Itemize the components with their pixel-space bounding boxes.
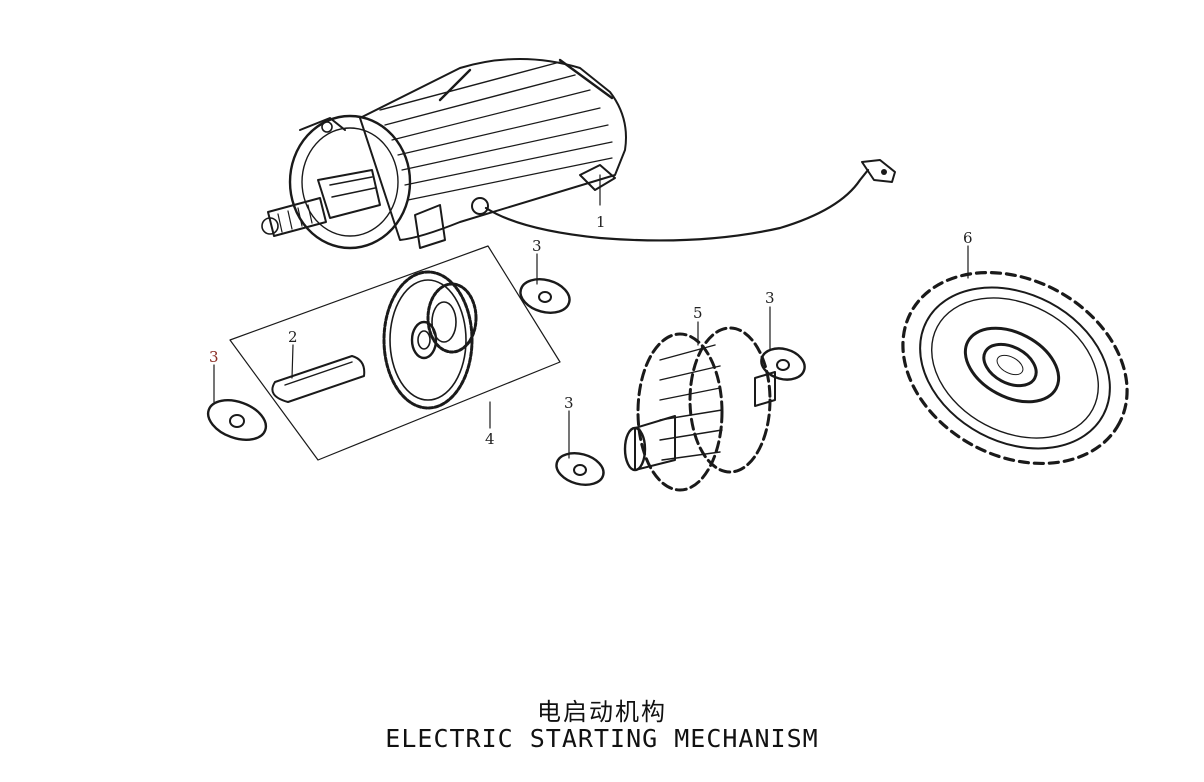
starter-sprocket [901, 270, 1129, 466]
cluster-gear [623, 326, 776, 492]
callout-3c: 3 [765, 289, 775, 307]
assembly-outline-4 [229, 245, 561, 461]
diagram-title-english: ELECTRIC STARTING MECHANISM [385, 724, 819, 753]
callout-4: 4 [485, 430, 495, 448]
callout-3d: 3 [564, 394, 574, 412]
shaft-pin [271, 355, 366, 403]
callout-3b: 3 [532, 237, 542, 255]
callout-3a: 3 [209, 348, 219, 366]
idler-gear [382, 270, 478, 410]
washer-d [555, 452, 605, 486]
starter-motor [261, 58, 896, 250]
callout-6: 6 [963, 229, 973, 247]
washer-a [206, 399, 268, 441]
callout-2: 2 [288, 328, 298, 346]
diagram-title-chinese: 电启动机构 [537, 698, 667, 726]
washer-b [519, 278, 571, 314]
callout-1: 1 [596, 213, 606, 231]
leader-lines [213, 174, 969, 459]
callout-5: 5 [693, 304, 703, 322]
